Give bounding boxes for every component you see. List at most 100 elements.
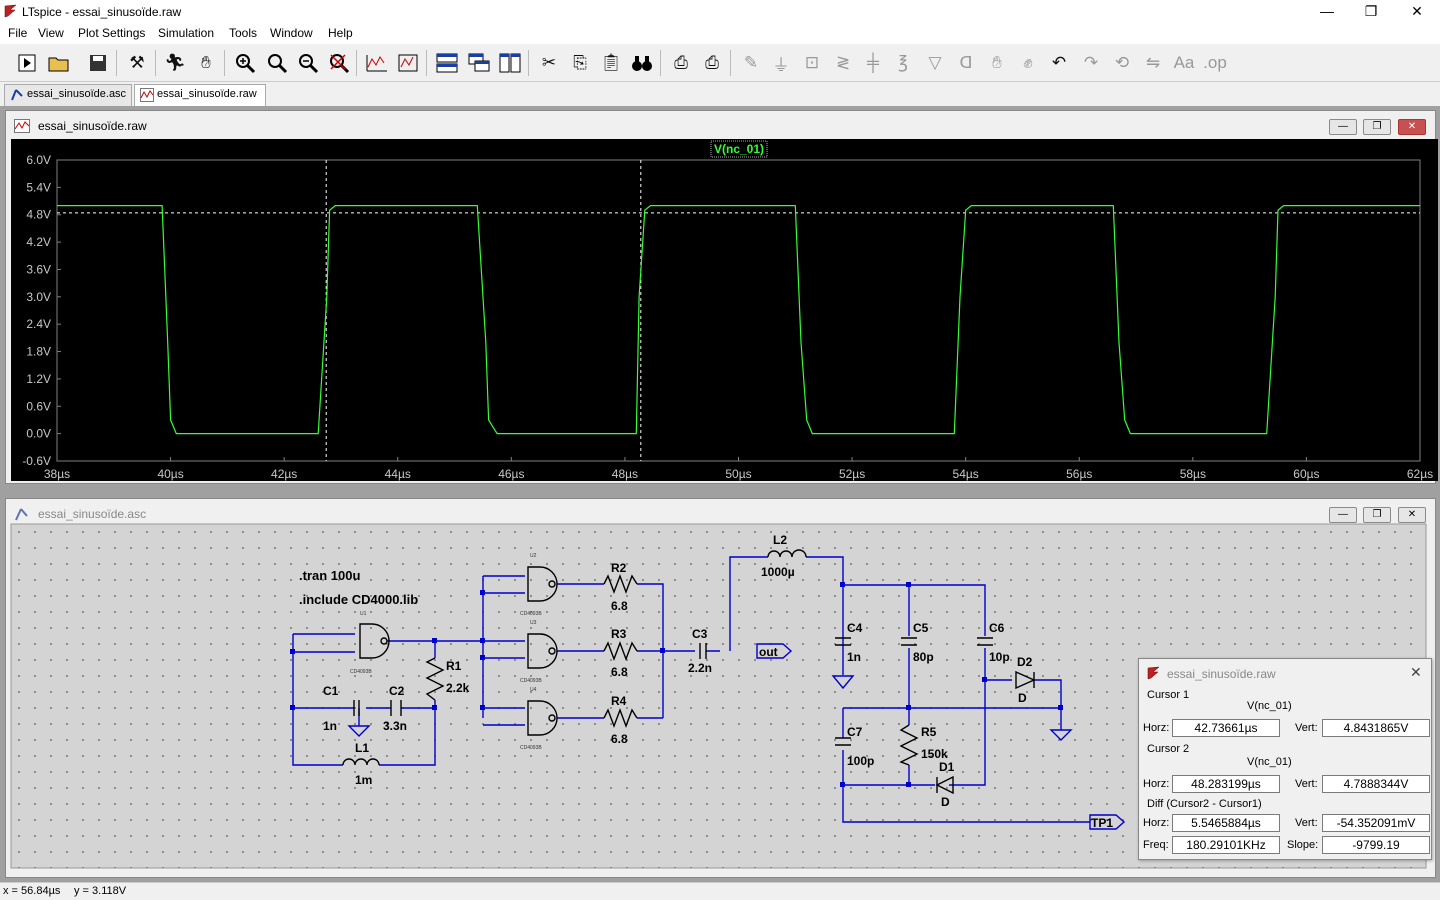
waveform-restore-button[interactable]: ❐ bbox=[1363, 119, 1391, 135]
autorange-icon[interactable] bbox=[364, 50, 390, 76]
schematic-close-button[interactable]: ✕ bbox=[1398, 507, 1426, 523]
title-bar: LTspice - essai_sinusoïde.raw — ❐ ✕ bbox=[0, 0, 1440, 24]
x-tick-label: 40µs bbox=[157, 467, 183, 481]
capacitor-c4[interactable] bbox=[835, 637, 851, 646]
zoom-in-icon[interactable] bbox=[232, 50, 258, 76]
slope-field[interactable]: -9799.19 bbox=[1322, 836, 1430, 854]
waveform-minimize-button[interactable]: — bbox=[1329, 119, 1357, 135]
text-icon[interactable]: Aa bbox=[1173, 53, 1195, 72]
resistor-r3[interactable] bbox=[603, 641, 638, 661]
tile-vertical-icon[interactable] bbox=[497, 50, 523, 76]
x-tick-label: 42µs bbox=[271, 467, 297, 481]
menu-view[interactable]: View bbox=[38, 26, 64, 40]
spice-directive-icon[interactable]: .op bbox=[1203, 53, 1227, 72]
diff-horz-field[interactable]: 5.5465884µs bbox=[1172, 814, 1280, 832]
zoom-fit-icon[interactable] bbox=[326, 50, 352, 76]
pan-icon[interactable] bbox=[264, 50, 290, 76]
inductor-l2[interactable] bbox=[767, 549, 807, 558]
zoom-out-icon[interactable] bbox=[295, 50, 321, 76]
cut-icon[interactable]: ✂ bbox=[541, 53, 557, 72]
capacitor-c7[interactable] bbox=[835, 737, 851, 746]
menu-tools[interactable]: Tools bbox=[229, 26, 258, 40]
inductor-l1[interactable] bbox=[342, 758, 380, 766]
cursor1-vert-field[interactable]: 4.8431865V bbox=[1322, 719, 1430, 737]
draw-wire-icon[interactable]: ✎ bbox=[743, 53, 759, 72]
capacitor-c2[interactable] bbox=[390, 700, 402, 716]
spice-directive-include[interactable]: .include CD4000.lib bbox=[299, 592, 418, 607]
drag-icon[interactable]: ✊︎ bbox=[1023, 53, 1033, 72]
diode-d2[interactable] bbox=[1015, 670, 1036, 690]
place-component-icon[interactable]: ᗡ bbox=[959, 53, 973, 72]
resistor-r5[interactable] bbox=[899, 724, 919, 766]
maximize-button[interactable]: ❐ bbox=[1364, 3, 1378, 19]
nand-gate-u4[interactable] bbox=[527, 700, 558, 736]
undo-icon[interactable]: ↶ bbox=[1051, 53, 1067, 72]
move-icon[interactable]: ✋︎ bbox=[992, 53, 1002, 72]
spice-directive-tran[interactable]: .tran 100u bbox=[299, 568, 360, 583]
menu-help[interactable]: Help bbox=[328, 26, 353, 40]
open-folder-icon[interactable] bbox=[46, 50, 72, 76]
find-icon[interactable] bbox=[629, 50, 655, 76]
diff-vert-field[interactable]: -54.352091mV bbox=[1322, 814, 1430, 832]
place-diode-icon[interactable]: ▽ bbox=[928, 53, 942, 72]
run-icon[interactable]: 🏃︎ bbox=[164, 53, 186, 72]
freq-field[interactable]: 180.29101KHz bbox=[1172, 836, 1280, 854]
minimize-button[interactable]: — bbox=[1320, 3, 1334, 19]
diode-d1[interactable] bbox=[935, 775, 954, 795]
menu-file[interactable]: File bbox=[8, 26, 28, 40]
x-tick-label: 54µs bbox=[953, 467, 979, 481]
trace-label[interactable]: V(nc_01) bbox=[714, 142, 764, 156]
menu-window[interactable]: Window bbox=[270, 26, 313, 40]
new-schematic-icon[interactable] bbox=[14, 50, 40, 76]
cursor-dialog-close-button[interactable]: ✕ bbox=[1410, 664, 1422, 680]
paste-icon[interactable]: 📋︎ bbox=[600, 53, 622, 72]
cursor2-vert-field[interactable]: 4.7888344V bbox=[1322, 775, 1430, 793]
net-label-tp1[interactable]: TP1 bbox=[1091, 816, 1113, 830]
capacitor-c1[interactable] bbox=[353, 700, 360, 716]
cascade-icon[interactable] bbox=[466, 50, 492, 76]
place-inductor-icon[interactable]: ℥ bbox=[898, 53, 908, 72]
menu-simulation[interactable]: Simulation bbox=[158, 26, 215, 40]
cursor2-horz-field[interactable]: 48.283199µs bbox=[1172, 775, 1280, 793]
redo-icon[interactable]: ↷ bbox=[1083, 53, 1099, 72]
ground-symbol bbox=[1049, 729, 1073, 741]
label-net-icon[interactable]: ⊡ bbox=[804, 53, 820, 72]
nand-gate-u2[interactable] bbox=[527, 566, 558, 602]
capacitor-c6[interactable] bbox=[977, 637, 993, 646]
close-button[interactable]: ✕ bbox=[1411, 3, 1423, 19]
net-label-tp1-flag[interactable] bbox=[1089, 814, 1126, 830]
capacitor-c5[interactable] bbox=[901, 637, 917, 646]
waveform-close-button[interactable]: ✕ bbox=[1398, 119, 1426, 135]
net-label-out-flag[interactable] bbox=[756, 643, 793, 659]
mirror-icon[interactable]: ⇋ bbox=[1145, 53, 1161, 72]
resistor-r4[interactable] bbox=[603, 708, 638, 728]
label-r1-value: 2.2k bbox=[446, 681, 470, 695]
menu-plot-settings[interactable]: Plot Settings bbox=[78, 26, 146, 40]
nand-gate-u3[interactable] bbox=[527, 633, 558, 669]
schematic-minimize-button[interactable]: — bbox=[1329, 507, 1357, 523]
print-icon[interactable]: ⎙ bbox=[705, 53, 719, 72]
print-preview-icon[interactable]: ⎙ bbox=[674, 53, 688, 72]
rotate-icon[interactable]: ⟲ bbox=[1114, 53, 1130, 72]
tab-waveform[interactable]: essai_sinusoïde.raw bbox=[134, 84, 266, 106]
place-resistor-icon[interactable]: ≷ bbox=[835, 53, 851, 72]
capacitor-c3[interactable] bbox=[699, 643, 707, 659]
nand-gate-u1[interactable] bbox=[359, 623, 390, 659]
copy-icon[interactable]: ⎘ bbox=[573, 53, 587, 72]
tile-horizontal-icon[interactable] bbox=[434, 50, 460, 76]
place-capacitor-icon[interactable]: ╪ bbox=[866, 53, 880, 72]
resistor-r2[interactable] bbox=[603, 574, 638, 594]
halt-icon[interactable]: ✋︎ bbox=[201, 53, 211, 72]
resistor-r1[interactable] bbox=[425, 657, 445, 701]
tab-schematic[interactable]: essai_sinusoïde.asc bbox=[4, 84, 132, 106]
control-panel-icon[interactable]: ⚒ bbox=[129, 53, 145, 72]
save-icon[interactable] bbox=[85, 50, 111, 76]
net-label-out[interactable]: out bbox=[759, 645, 778, 659]
cursor1-horz-label: Horz: bbox=[1143, 722, 1170, 734]
waveform-plot[interactable]: 6.0V5.4V4.8V4.2V3.6V3.0V2.4V1.8V1.2V0.6V… bbox=[11, 139, 1438, 481]
manual-limits-icon[interactable] bbox=[395, 50, 421, 76]
schematic-restore-button[interactable]: ❐ bbox=[1363, 507, 1391, 523]
cursor1-horz-field[interactable]: 42.73661µs bbox=[1172, 719, 1280, 737]
place-ground-icon[interactable]: ⏚ bbox=[772, 55, 790, 75]
